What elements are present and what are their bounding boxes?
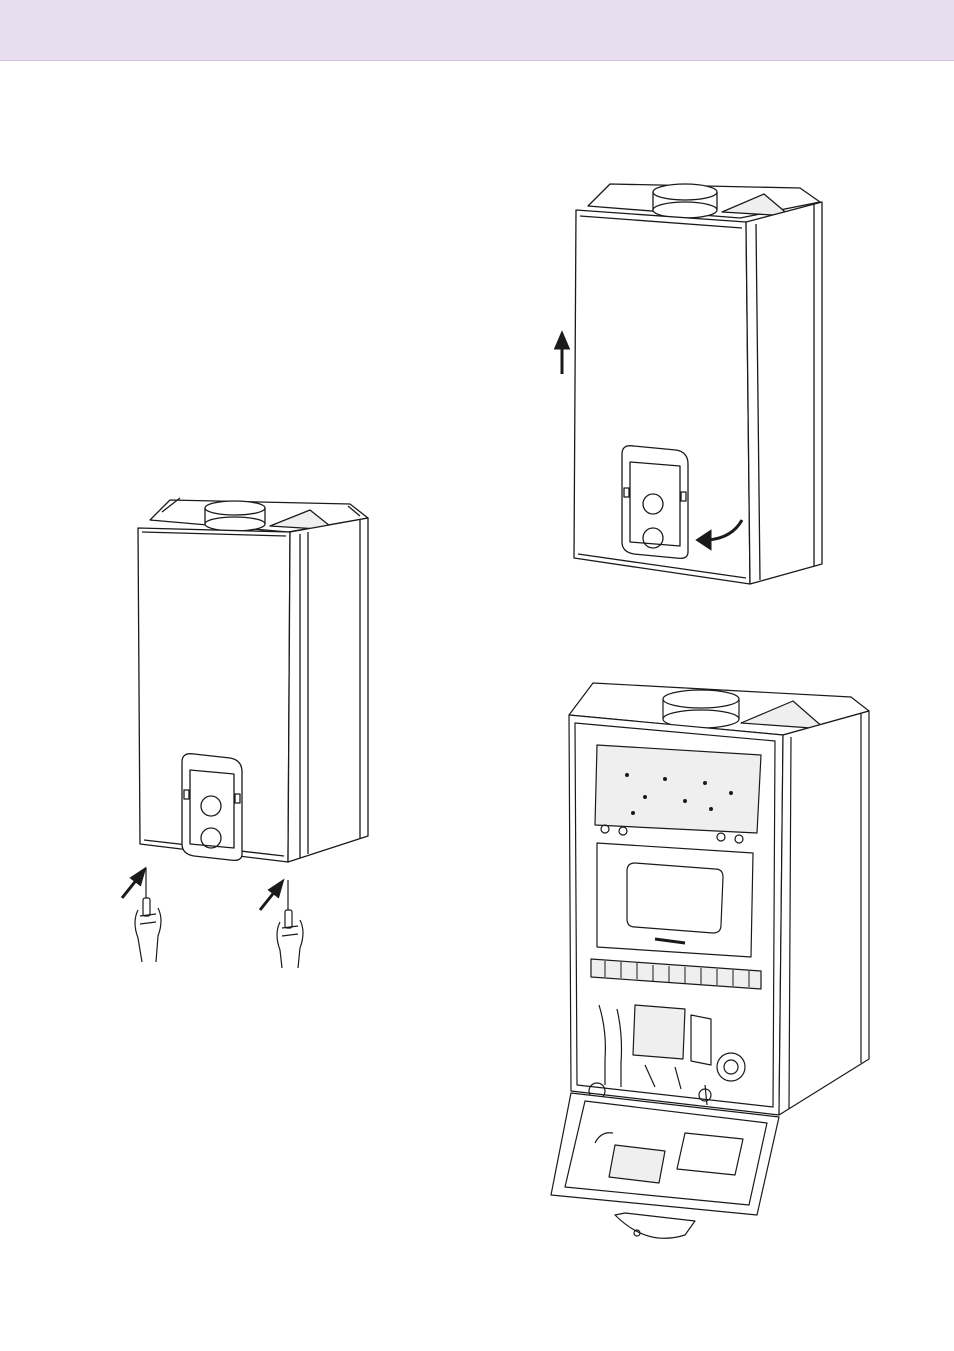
side-panel (779, 711, 869, 1115)
combustion-chamber (597, 843, 753, 957)
gas-valve (633, 1005, 685, 1059)
fan-hood (595, 745, 761, 833)
figure-front-panel-screws (110, 490, 380, 970)
flue-collar (653, 184, 717, 200)
figure-front-panel-lift-off (550, 170, 830, 590)
flue-collar (663, 690, 739, 708)
screwdriver-left (143, 898, 150, 916)
figure-opened-interior (535, 675, 875, 1255)
fascia-handle (615, 1213, 695, 1238)
screwdriver-right (285, 910, 292, 928)
flue-collar (205, 501, 265, 515)
header-band (0, 0, 954, 61)
hand-right (277, 920, 303, 968)
